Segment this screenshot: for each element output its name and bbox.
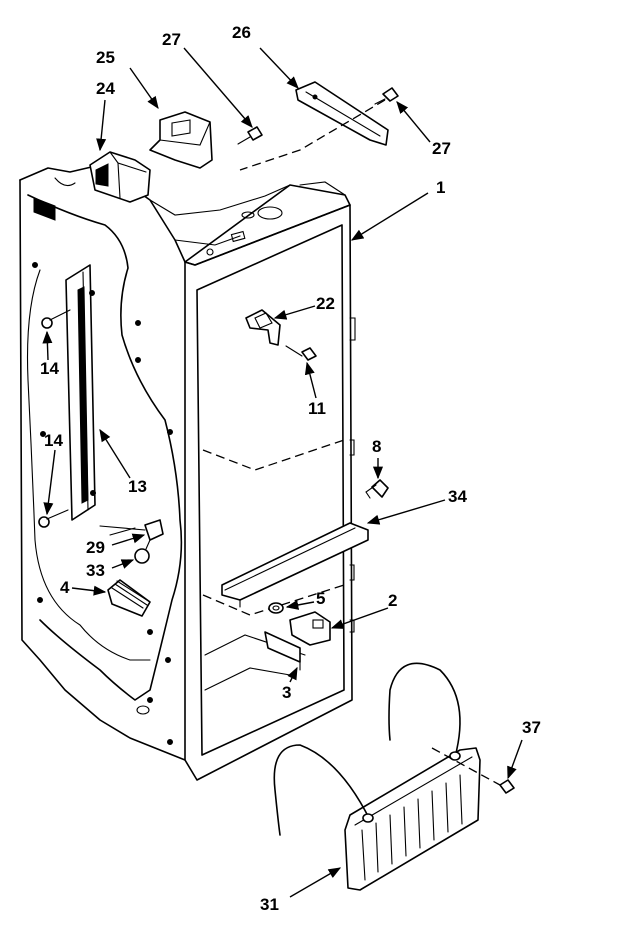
nut-5 [268,602,284,614]
cabinet-liner [19,164,356,781]
screw-37 [499,779,515,794]
callout-13: 13 [128,477,147,496]
screw-path-right [239,99,386,171]
screw-14-lower [38,509,69,528]
callout-labels: 25 27 26 24 27 1 22 14 11 14 8 13 34 29 … [40,23,541,914]
screw-11 [285,345,317,361]
callout-34: 34 [448,487,467,506]
shelf-support-34 [221,522,369,608]
thermostat-control [89,151,151,203]
callout-26: 26 [232,23,251,42]
callout-31: 31 [260,895,279,914]
callout-1: 1 [436,178,445,197]
screw-27-right [374,87,399,105]
bracket-22 [245,309,281,346]
bracket-3 [264,631,301,671]
callout-24: 24 [96,79,115,98]
channel-bracket [295,81,389,146]
callout-27-right: 27 [432,139,451,158]
callout-3: 3 [282,683,291,702]
callout-37: 37 [522,718,541,737]
bracket-2 [289,611,331,646]
thermostat-bracket [149,111,213,169]
screw-14-upper [41,309,71,329]
callout-27-top: 27 [162,30,181,49]
callout-22: 22 [316,294,335,313]
callout-2: 2 [388,591,397,610]
lamp-socket-29 [99,519,164,541]
screw-27-left [237,126,263,145]
light-channel [65,264,96,521]
bulb-33 [134,539,151,564]
door-bin-31 [273,662,481,891]
callout-29: 29 [86,538,105,557]
callout-25: 25 [96,48,115,67]
screw-37-path [431,747,501,786]
callout-33: 33 [86,561,105,580]
callout-5: 5 [316,589,325,608]
callout-14-lower: 14 [44,431,63,450]
callout-14-upper: 14 [40,359,59,378]
part-8 [365,479,389,499]
part-4 [107,579,151,617]
callout-8: 8 [372,437,381,456]
leader-lines [42,47,523,898]
callout-4: 4 [60,578,70,597]
callout-11: 11 [308,399,326,418]
